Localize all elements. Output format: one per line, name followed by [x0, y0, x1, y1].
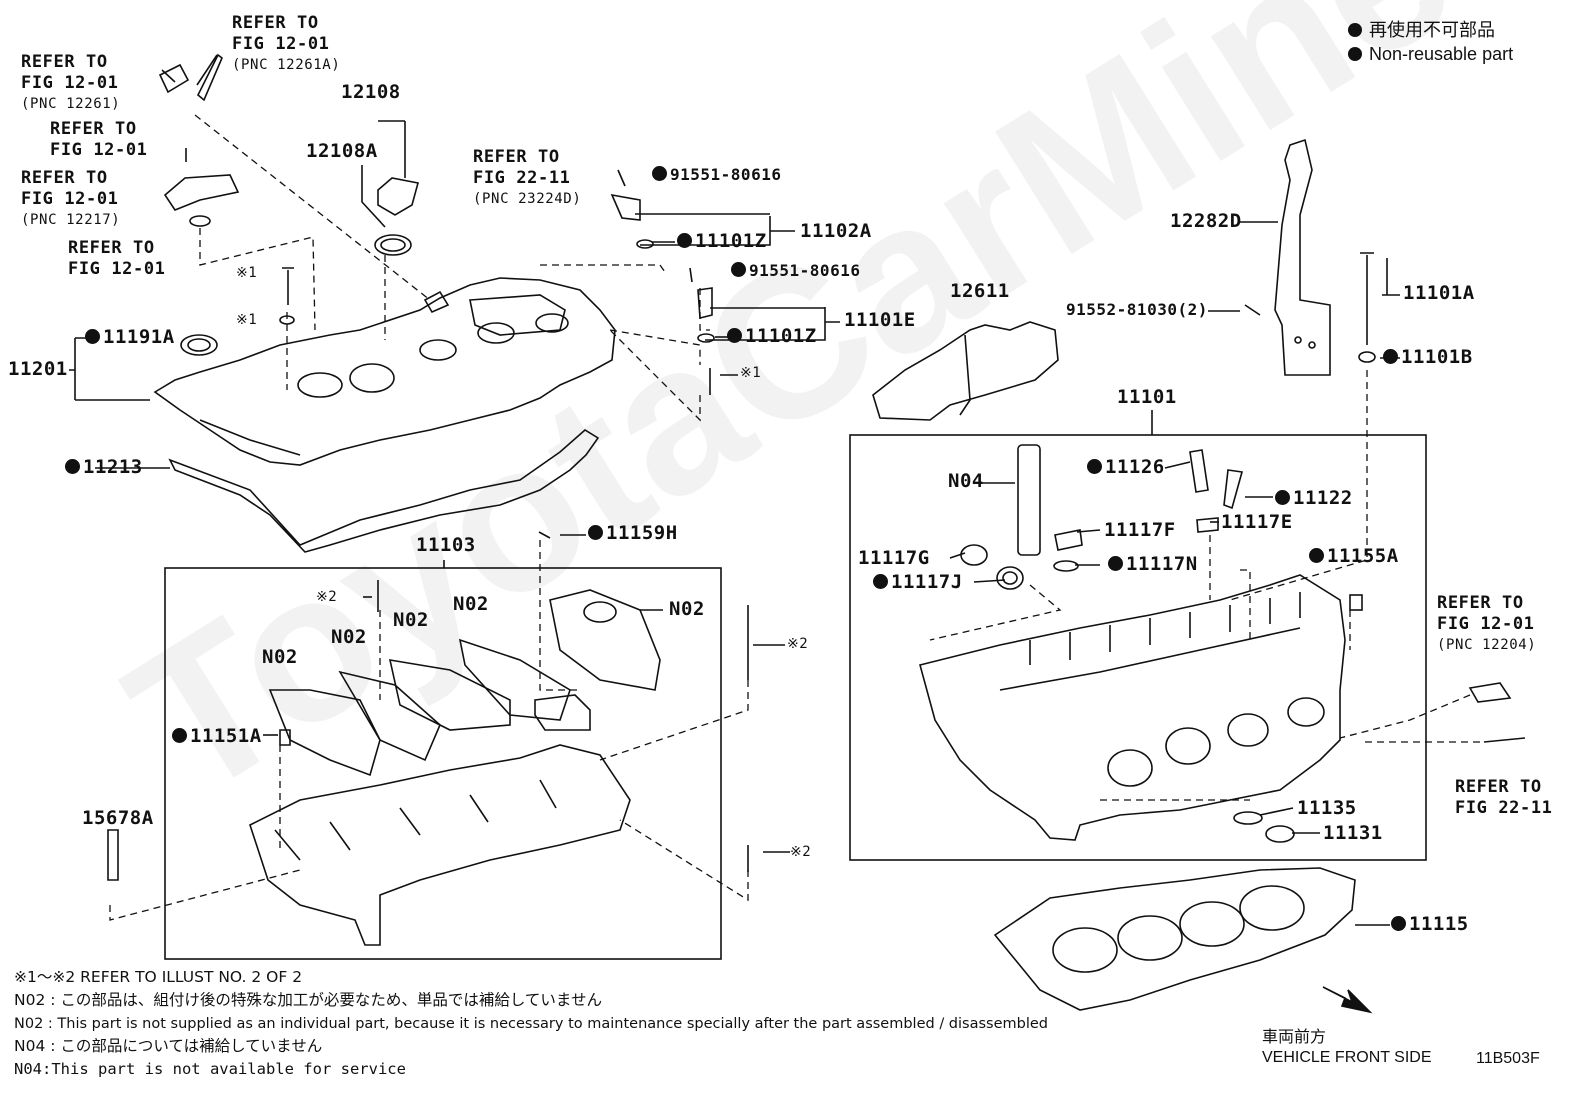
- part-11101B[interactable]: 11101B: [1383, 348, 1473, 367]
- part-N02-e[interactable]: N02: [669, 598, 705, 620]
- vehicle-front-label: 車両前方 VEHICLE FRONT SIDE: [1262, 1029, 1432, 1066]
- part-11151A[interactable]: 11151A: [172, 727, 262, 746]
- front-arrow: [1322, 986, 1373, 1014]
- box-11103: [164, 567, 722, 960]
- head-gasket-shape: [993, 867, 1356, 1011]
- refer-to-fig-12-01-12217[interactable]: REFER TO FIG 12-01 (PNC 12217): [21, 168, 121, 228]
- part-11102A[interactable]: 11102A: [800, 220, 872, 242]
- cover-12611-shape: [872, 321, 1059, 421]
- part-11103[interactable]: 11103: [416, 534, 476, 556]
- valve-cover-shape: [153, 277, 616, 466]
- part-11213[interactable]: 11213: [65, 458, 143, 477]
- note-refer-illust: ※1～※2 REFER TO ILLUST NO. 2 OF 2: [14, 968, 303, 986]
- refer-to-fig-22-11-stud[interactable]: REFER TO FIG 22-11: [1455, 777, 1553, 818]
- part-N02-c[interactable]: N02: [393, 609, 429, 631]
- part-N02-d[interactable]: N02: [453, 593, 489, 615]
- small-bolts: [107, 148, 1376, 881]
- part-12611[interactable]: 12611: [950, 280, 1010, 302]
- part-11159H[interactable]: 11159H: [588, 524, 678, 543]
- mark-2-b: ※2: [787, 636, 809, 652]
- refer-to-fig-12-01-12261A[interactable]: REFER TO FIG 12-01 (PNC 12261A): [232, 13, 341, 73]
- part-11131[interactable]: 11131: [1323, 822, 1383, 844]
- note-n04-en: N04:This part is not available for servi…: [14, 1060, 406, 1078]
- part-11101Z-a[interactable]: 11101Z: [677, 232, 767, 251]
- part-11117N[interactable]: 11117N: [1108, 555, 1198, 574]
- part-12282D[interactable]: 12282D: [1170, 210, 1242, 232]
- pcv-hoses: [158, 53, 240, 227]
- mark-2-c: ※2: [790, 844, 812, 860]
- part-11117E[interactable]: 11117E: [1221, 511, 1293, 533]
- head-small-parts: [960, 444, 1526, 843]
- gasket-outline: [168, 429, 600, 553]
- part-N02-a[interactable]: N02: [262, 646, 298, 668]
- part-11101[interactable]: 11101: [1117, 386, 1177, 408]
- note-n02-en: N02 : This part is not supplied as an in…: [14, 1016, 1048, 1032]
- cylinder-head-shape: [919, 574, 1346, 841]
- illustration-code: 11B503F: [1476, 1050, 1540, 1067]
- part-11117F[interactable]: 11117F: [1104, 519, 1176, 541]
- leader-lines: [69, 54, 1400, 926]
- bracket-shape: [1274, 138, 1331, 376]
- part-N04[interactable]: N04: [948, 470, 984, 492]
- box-11101: [849, 434, 1427, 861]
- part-91551-80616-a[interactable]: 91551-80616: [652, 166, 781, 183]
- part-11115[interactable]: 11115: [1391, 915, 1469, 934]
- refer-to-fig-12-01-12204[interactable]: REFER TO FIG 12-01 (PNC 12204): [1437, 593, 1537, 653]
- part-12108[interactable]: 12108: [341, 81, 401, 103]
- note-n02-jp: N02 : この部品は、組付け後の特殊な加工が必要なため、単品では補給していませ…: [14, 991, 602, 1009]
- mark-1-c: ※1: [740, 365, 762, 381]
- part-11122[interactable]: 11122: [1275, 489, 1353, 508]
- mark-2-a: ※2: [316, 589, 338, 605]
- part-11135[interactable]: 11135: [1297, 797, 1357, 819]
- part-11101Z-b[interactable]: 11101Z: [727, 327, 817, 346]
- dashed-lines: [109, 114, 1480, 921]
- cam-housing-shape: [249, 589, 661, 946]
- part-91552-81030[interactable]: 91552-81030(2): [1066, 300, 1208, 319]
- part-11126[interactable]: 11126: [1087, 458, 1165, 477]
- part-11117G[interactable]: 11117G: [858, 547, 930, 569]
- part-11201[interactable]: 11201: [8, 358, 68, 380]
- refer-to-fig-12-01-gasket[interactable]: REFER TO FIG 12-01: [68, 238, 166, 279]
- part-11101A[interactable]: 11101A: [1403, 282, 1475, 304]
- mark-1-b: ※1: [236, 312, 258, 328]
- legend-en: Non-reusable part: [1348, 45, 1513, 63]
- part-11191A[interactable]: 11191A: [85, 328, 175, 347]
- refer-to-fig-12-01-12261[interactable]: REFER TO FIG 12-01 (PNC 12261): [21, 52, 121, 112]
- part-N02-b[interactable]: N02: [331, 626, 367, 648]
- note-n04-jp: N04 : この部品については補給していません: [14, 1037, 323, 1055]
- legend-jp: 再使用不可部品: [1348, 21, 1495, 39]
- oil-cap-shape: [180, 177, 419, 356]
- part-15678A[interactable]: 15678A: [82, 807, 154, 829]
- part-11117J[interactable]: 11117J: [873, 573, 963, 592]
- part-91551-80616-b[interactable]: 91551-80616: [731, 262, 860, 279]
- part-11101E[interactable]: 11101E: [844, 309, 916, 331]
- part-11155A[interactable]: 11155A: [1309, 547, 1399, 566]
- refer-to-fig-22-11-23224D[interactable]: REFER TO FIG 22-11 (PNC 23224D): [473, 147, 582, 207]
- mark-1-a: ※1: [236, 265, 258, 281]
- refer-to-fig-12-01-bolt[interactable]: REFER TO FIG 12-01: [50, 119, 148, 160]
- part-12108A[interactable]: 12108A: [306, 140, 378, 162]
